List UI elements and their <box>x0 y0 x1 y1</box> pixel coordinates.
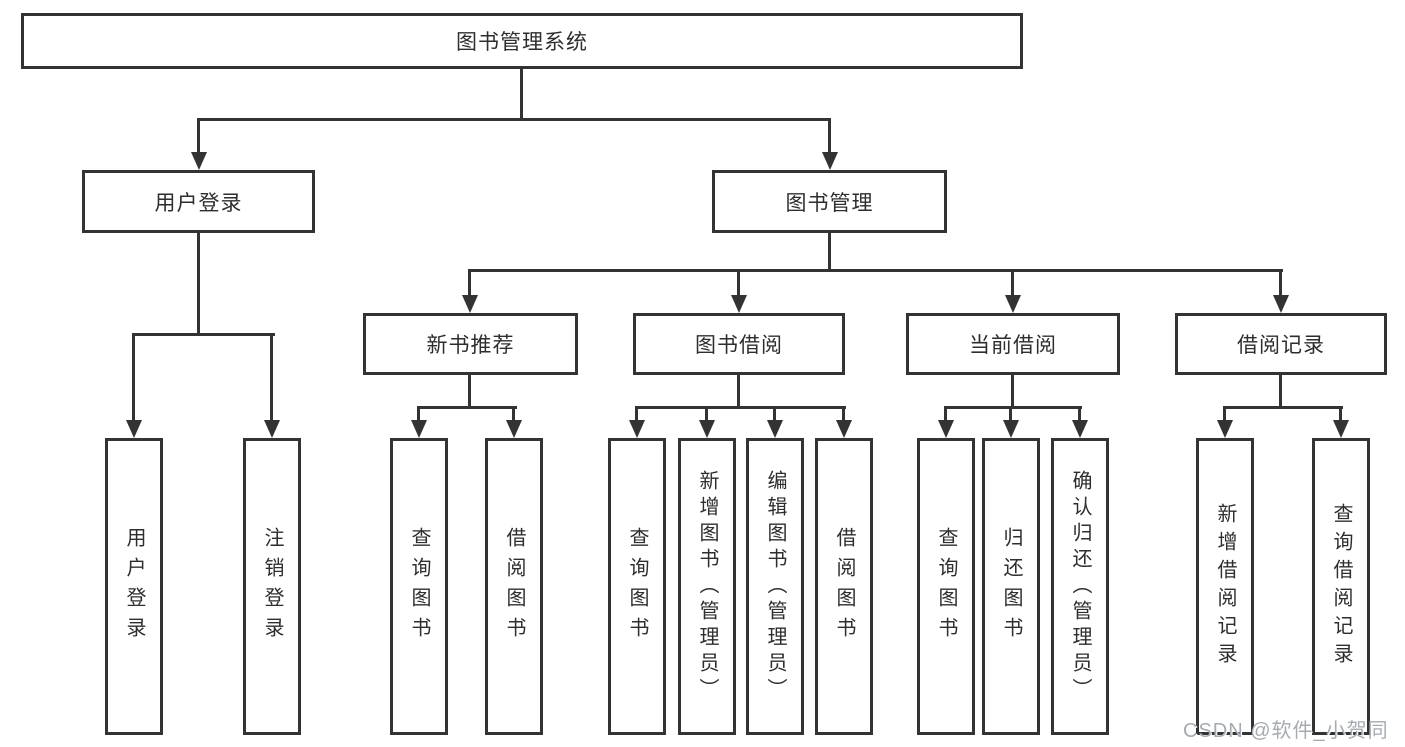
connector-line <box>828 233 831 272</box>
node-new-book-recommend: 新书推荐 <box>363 313 578 375</box>
connector-line <box>270 333 273 422</box>
arrowhead-icon <box>411 420 427 438</box>
leaf-label: 归还图书 <box>1000 526 1022 647</box>
arrowhead-icon <box>822 152 838 170</box>
connector-line <box>773 406 776 422</box>
leaf-label: 注销登录 <box>261 526 283 647</box>
node-label: 借阅记录 <box>1237 334 1325 357</box>
leaf-borrow-books-recommend: 借阅图书 <box>485 438 543 735</box>
arrowhead-icon <box>629 420 645 438</box>
leaf-logout: 注销登录 <box>243 438 301 735</box>
node-library-management-system: 图书管理系统 <box>21 13 1023 69</box>
leaf-label: 查询图书 <box>408 526 430 647</box>
leaf-confirm-return-admin: 确认归还（管理员） <box>1051 438 1109 735</box>
leaf-label: 编辑图书（管理员） <box>764 469 786 704</box>
connector-line <box>1011 269 1014 297</box>
leaf-label: 查询借阅记录 <box>1330 502 1352 671</box>
connector-line <box>417 406 420 422</box>
leaf-query-books-current: 查询图书 <box>917 438 975 735</box>
connector-line <box>635 406 846 409</box>
leaf-label: 用户登录 <box>123 526 145 647</box>
node-label: 用户登录 <box>154 191 243 215</box>
leaf-label: 借阅图书 <box>503 526 525 647</box>
node-book-borrow: 图书借阅 <box>633 313 845 375</box>
leaf-label: 确认归还（管理员） <box>1069 469 1091 704</box>
connector-line <box>944 406 1082 409</box>
leaf-edit-book-admin: 编辑图书（管理员） <box>746 438 804 735</box>
arrowhead-icon <box>1333 420 1349 438</box>
connector-line <box>1223 406 1226 422</box>
arrowhead-icon <box>767 420 783 438</box>
connector-line <box>1078 406 1081 422</box>
node-user-login: 用户登录 <box>82 170 315 233</box>
node-book-management: 图书管理 <box>712 170 947 233</box>
arrowhead-icon <box>1273 295 1289 313</box>
arrowhead-icon <box>506 420 522 438</box>
connector-line <box>520 69 523 120</box>
arrowhead-icon <box>699 420 715 438</box>
connector-line <box>417 406 517 409</box>
arrowhead-icon <box>191 152 207 170</box>
arrowhead-icon <box>1005 295 1021 313</box>
connector-line <box>197 118 831 121</box>
leaf-label: 查询图书 <box>935 526 957 647</box>
connector-line <box>1279 269 1282 297</box>
arrowhead-icon <box>938 420 954 438</box>
connector-line <box>705 406 708 422</box>
connector-line <box>828 118 831 154</box>
node-label: 当前借阅 <box>969 334 1057 357</box>
node-borrow-records: 借阅记录 <box>1175 313 1387 375</box>
leaf-label: 借阅图书 <box>833 526 855 647</box>
connector-line <box>1009 406 1012 422</box>
leaf-user-login: 用户登录 <box>105 438 163 735</box>
node-label: 新书推荐 <box>426 334 515 357</box>
connector-line <box>197 118 200 154</box>
leaf-add-book-admin: 新增图书（管理员） <box>678 438 736 735</box>
node-label: 图书管理 <box>785 191 874 215</box>
node-current-borrow: 当前借阅 <box>906 313 1120 375</box>
leaf-query-books-recommend: 查询图书 <box>390 438 448 735</box>
connector-line <box>1279 375 1282 409</box>
connector-line <box>468 269 471 297</box>
connector-line <box>512 406 515 422</box>
connector-line <box>842 406 845 422</box>
node-label: 图书管理系统 <box>456 31 588 54</box>
connector-line <box>944 406 947 422</box>
leaf-add-borrow-record: 新增借阅记录 <box>1196 438 1254 735</box>
leaf-label: 新增借阅记录 <box>1214 502 1236 671</box>
connector-line <box>635 406 638 422</box>
leaf-return-book: 归还图书 <box>982 438 1040 735</box>
arrowhead-icon <box>462 295 478 313</box>
connector-line <box>1339 406 1342 422</box>
connector-line <box>132 333 135 422</box>
arrowhead-icon <box>1003 420 1019 438</box>
connector-line <box>737 375 740 409</box>
arrowhead-icon <box>264 420 280 438</box>
connector-line <box>1011 375 1014 409</box>
csdn-watermark: CSDN @软件_小贺同学 <box>1183 720 1389 742</box>
arrowhead-icon <box>1217 420 1233 438</box>
arrowhead-icon <box>126 420 142 438</box>
connector-line <box>197 233 200 336</box>
leaf-query-borrow-record: 查询借阅记录 <box>1312 438 1370 735</box>
connector-line <box>468 269 1283 272</box>
connector-line <box>132 333 275 336</box>
connector-line <box>737 269 740 297</box>
leaf-label: 新增图书（管理员） <box>696 469 718 704</box>
connector-line <box>1223 406 1343 409</box>
leaf-label: 查询图书 <box>626 526 648 647</box>
connector-line <box>468 375 471 409</box>
leaf-borrow-books: 借阅图书 <box>815 438 873 735</box>
arrowhead-icon <box>836 420 852 438</box>
arrowhead-icon <box>1072 420 1088 438</box>
leaf-query-books-borrow: 查询图书 <box>608 438 666 735</box>
arrowhead-icon <box>731 295 747 313</box>
node-label: 图书借阅 <box>695 334 783 357</box>
